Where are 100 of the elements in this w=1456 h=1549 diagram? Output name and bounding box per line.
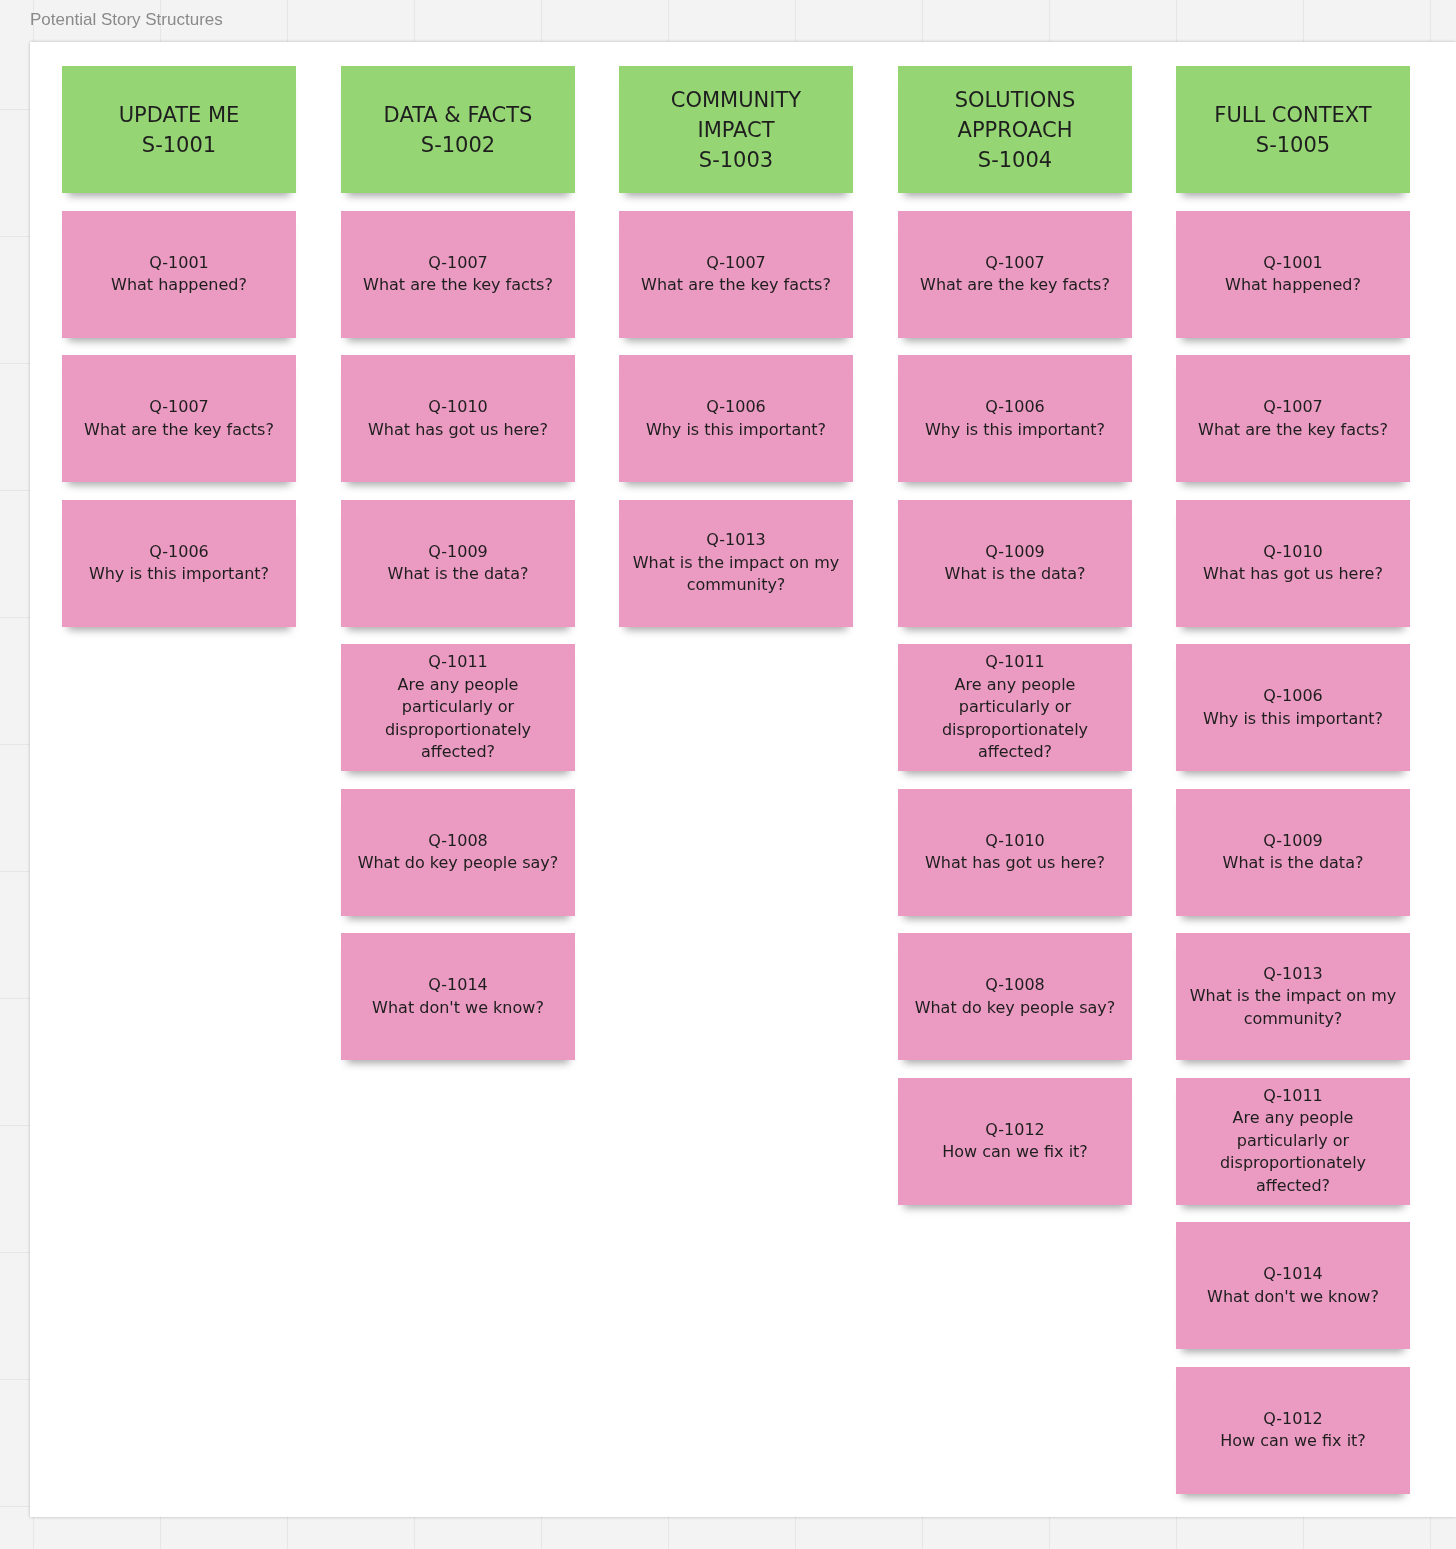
question-sticky-note (341, 933, 575, 1060)
question-text: What are the key facts? (363, 274, 553, 296)
question-id: Q-1014 (428, 974, 488, 996)
question-sticky-note (898, 355, 1132, 482)
question-id: Q-1011 (428, 651, 488, 674)
question-text: What is the data? (944, 563, 1086, 585)
structure-id: S-1003 (698, 146, 774, 174)
heading-sticky-note (898, 66, 1132, 193)
question-sticky-note (898, 499, 1132, 627)
question-id: Q-1009 (985, 540, 1045, 563)
board-title: Potential Story Structures (30, 10, 223, 30)
question-text: Are any people particularly or disproportionately affected? (383, 673, 533, 764)
question-sticky-note (898, 788, 1132, 916)
question-id: Q-1012 (1263, 1407, 1323, 1430)
question-sticky-note (62, 499, 296, 627)
question-sticky-note (1176, 933, 1410, 1060)
question-text: Are any people particularly or disproportionately affected? (940, 673, 1090, 764)
question-sticky-note (619, 499, 853, 627)
question-id: Q-1013 (1263, 962, 1323, 985)
question-text: Why is this important? (1202, 707, 1384, 730)
question-sticky-note (1176, 644, 1410, 771)
question-id: Q-1001 (1263, 251, 1323, 274)
heading-sticky-note (1176, 66, 1410, 193)
question-id: Q-1008 (985, 974, 1045, 996)
question-text: What has got us here? (368, 418, 548, 441)
question-id: Q-1010 (1263, 540, 1323, 563)
question-id: Q-1010 (428, 396, 488, 418)
question-text: What happened? (1225, 274, 1361, 296)
heading-sticky-note (62, 66, 296, 193)
question-sticky-note (898, 1077, 1132, 1205)
question-sticky-note (62, 210, 296, 338)
question-text: What do key people say? (914, 996, 1116, 1019)
question-sticky-note (1176, 210, 1410, 338)
structure-name: COMMUNITY IMPACT (669, 86, 803, 144)
question-id: Q-1007 (985, 251, 1045, 274)
question-id: Q-1006 (985, 396, 1045, 418)
question-id: Q-1006 (706, 396, 766, 418)
heading-sticky-note (619, 66, 853, 193)
question-sticky-note (1176, 1077, 1410, 1205)
question-sticky-note (898, 210, 1132, 338)
question-sticky-note (1176, 499, 1410, 627)
question-text: Are any people particularly or disproportionately affected? (1218, 1107, 1368, 1197)
question-text: Why is this important? (645, 418, 827, 441)
question-id: Q-1006 (149, 540, 209, 563)
question-text: What are the key facts? (920, 274, 1110, 296)
question-text: What has got us here? (1203, 563, 1383, 585)
question-id: Q-1011 (985, 651, 1045, 674)
question-text: What is the data? (1222, 852, 1364, 874)
question-id: Q-1011 (1263, 1084, 1323, 1107)
question-text: How can we fix it? (942, 1141, 1088, 1163)
structure-id: S-1005 (1255, 131, 1331, 159)
question-sticky-note (1176, 788, 1410, 916)
question-text: What is the data? (387, 563, 529, 585)
structure-id: S-1004 (977, 146, 1053, 174)
question-id: Q-1009 (1263, 829, 1323, 852)
question-id: Q-1013 (706, 529, 766, 552)
question-sticky-note (341, 644, 575, 771)
question-text: What happened? (111, 274, 247, 296)
question-sticky-note (898, 644, 1132, 771)
structure-name: UPDATE ME (118, 101, 240, 129)
question-id: Q-1007 (428, 251, 488, 274)
structure-name: FULL CONTEXT (1214, 101, 1372, 129)
question-text: What are the key facts? (1198, 418, 1388, 441)
question-sticky-note (341, 499, 575, 627)
question-text: What has got us here? (925, 852, 1105, 874)
question-id: Q-1007 (149, 396, 209, 418)
question-id: Q-1010 (985, 829, 1045, 852)
question-id: Q-1001 (149, 251, 209, 274)
question-sticky-note (1176, 355, 1410, 482)
heading-sticky-note (341, 66, 575, 193)
structure-name: SOLUTIONS APPROACH (953, 86, 1077, 144)
question-text: Why is this important? (88, 563, 270, 585)
question-id: Q-1009 (428, 540, 488, 563)
structure-id: S-1001 (141, 131, 217, 159)
question-sticky-note (619, 355, 853, 482)
structure-name: DATA & FACTS (383, 101, 533, 129)
question-text: Why is this important? (924, 418, 1106, 441)
question-text: How can we fix it? (1220, 1430, 1366, 1452)
question-text: What do key people say? (357, 852, 559, 874)
question-text: What don't we know? (1207, 1285, 1379, 1308)
question-sticky-note (619, 210, 853, 338)
question-sticky-note (341, 210, 575, 338)
question-sticky-note (1176, 1366, 1410, 1494)
question-id: Q-1006 (1263, 685, 1323, 707)
question-text: What don't we know? (372, 996, 544, 1019)
question-sticky-note (898, 933, 1132, 1060)
question-id: Q-1007 (1263, 396, 1323, 418)
question-id: Q-1008 (428, 829, 488, 852)
structure-id: S-1002 (420, 131, 496, 159)
question-id: Q-1007 (706, 251, 766, 274)
question-sticky-note (62, 355, 296, 482)
question-text: What is the impact on my community? (631, 551, 841, 597)
question-sticky-note (341, 355, 575, 482)
question-text: What are the key facts? (84, 418, 274, 441)
question-sticky-note (341, 788, 575, 916)
question-sticky-note (1176, 1222, 1410, 1349)
question-text: What is the impact on my community? (1188, 985, 1398, 1030)
question-text: What are the key facts? (641, 274, 831, 296)
question-id: Q-1012 (985, 1118, 1045, 1141)
question-id: Q-1014 (1263, 1263, 1323, 1285)
